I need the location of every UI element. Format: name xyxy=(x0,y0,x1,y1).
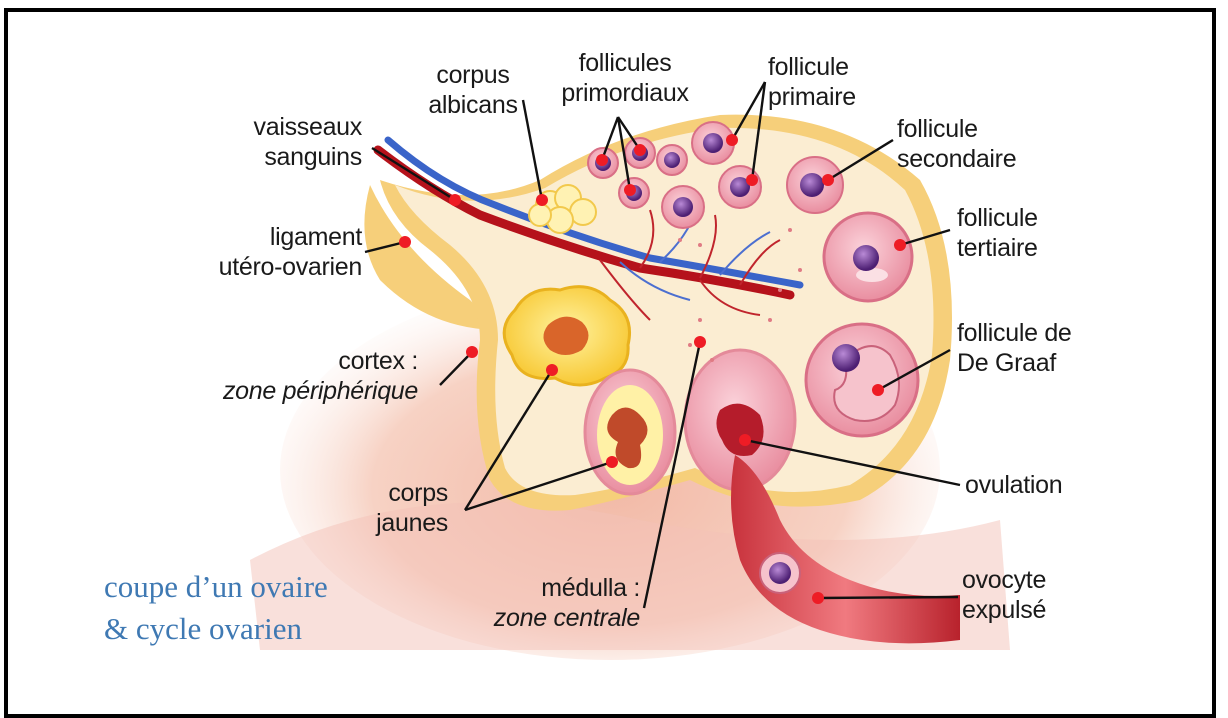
label-cortex: cortex :zone périphérique xyxy=(180,346,418,406)
caption-line-1: coupe d’un ovaire xyxy=(104,566,328,608)
caption-line-2: & cycle ovarien xyxy=(104,608,328,650)
secondary-follicle xyxy=(787,157,843,213)
expelled-oocyte xyxy=(760,553,800,593)
corpus-luteum-large xyxy=(504,287,629,385)
label-ovulation: ovulation xyxy=(965,470,1062,500)
figure-caption: coupe d’un ovaire & cycle ovarien xyxy=(104,566,328,650)
graafian-follicle xyxy=(806,324,918,436)
label-medulla: médulla :zone centrale xyxy=(440,573,640,633)
tertiary-follicle xyxy=(824,213,912,301)
corpus-luteum-small xyxy=(585,370,675,494)
